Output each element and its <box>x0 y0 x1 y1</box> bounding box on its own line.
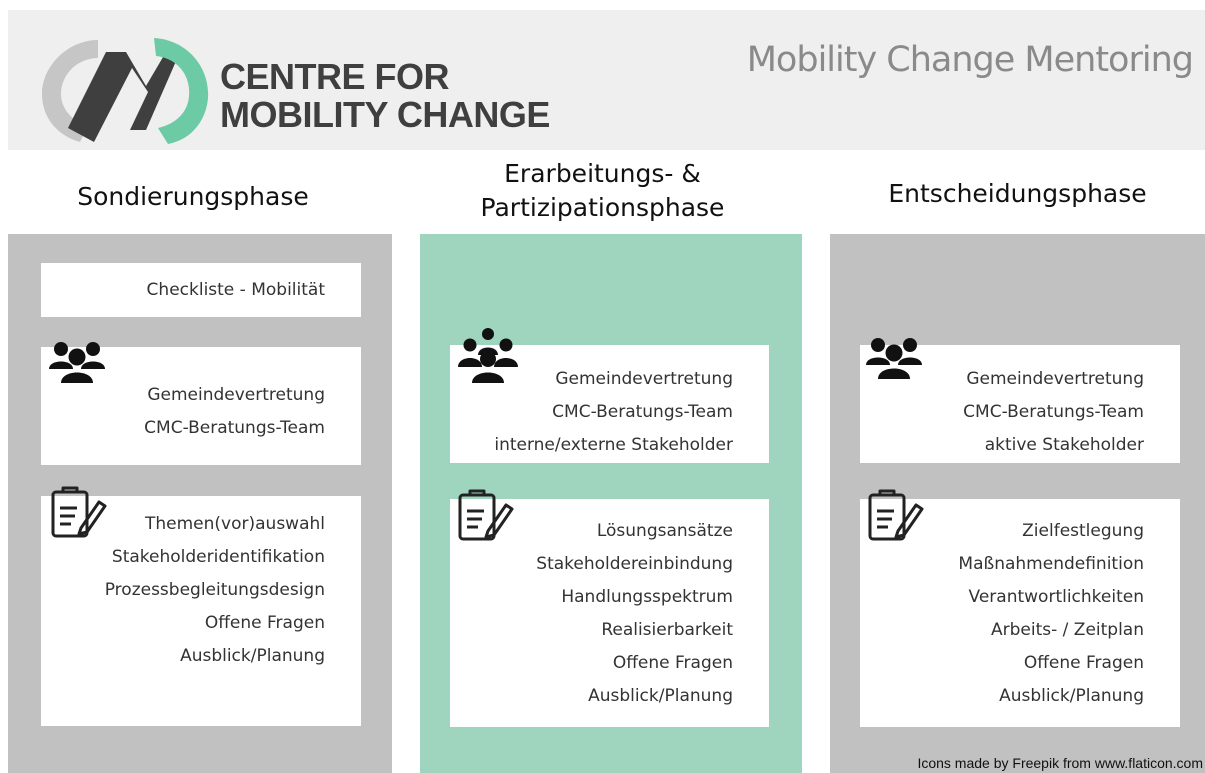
participant-item: interne/externe Stakeholder <box>494 435 733 455</box>
participant-item: Gemeindevertretung <box>147 385 325 405</box>
tasks-list: Themen(vor)auswahl Stakeholderidentifika… <box>105 508 325 673</box>
clipboard-pencil-icon <box>868 489 924 541</box>
clipboard-pencil-icon <box>51 486 107 538</box>
phase-title-line: Erarbeitungs- & <box>504 159 701 188</box>
participants-list: Gemeindevertretung CMC-Beratungs-Team <box>144 379 325 445</box>
icon-credit: Icons made by Freepik from www.flaticon.… <box>917 755 1203 771</box>
people-group-icon <box>866 338 922 379</box>
phase-title-line: Sondierungsphase <box>77 182 309 211</box>
tasks-list: Zielfestlegung Maßnahmendefinition Veran… <box>958 515 1144 713</box>
tasks-list: Lösungsansätze Stakeholdereinbindung Han… <box>536 515 733 713</box>
clipboard-pencil-icon <box>458 489 514 541</box>
phase-column-entscheidung: Gemeindevertretung CMC-Beratungs-Team ak… <box>830 234 1205 773</box>
participant-item: CMC-Beratungs-Team <box>144 418 325 438</box>
people-group-icon <box>49 342 105 383</box>
task-item: Themen(vor)auswahl <box>145 514 325 534</box>
checklist-box: Checkliste - Mobilität <box>41 263 361 317</box>
task-item: Arbeits- / Zeitplan <box>991 620 1144 640</box>
task-item: Offene Fragen <box>612 653 733 673</box>
logo-line-1: CENTRE FOR <box>220 56 449 97</box>
task-item: Offene Fragen <box>204 613 325 633</box>
phase-title-line: Entscheidungsphase <box>888 179 1147 208</box>
task-item: Realisierbarkeit <box>601 620 733 640</box>
participants-box: Gemeindevertretung CMC-Beratungs-Team in… <box>450 328 769 463</box>
participant-item: aktive Stakeholder <box>984 435 1144 455</box>
phase-title-line: Partizipationsphase <box>480 193 725 222</box>
tasks-box: Lösungsansätze Stakeholdereinbindung Han… <box>450 489 769 727</box>
participant-item: CMC-Beratungs-Team <box>963 402 1144 422</box>
page-title: Mobility Change Mentoring <box>746 40 1194 80</box>
task-item: Maßnahmendefinition <box>958 554 1144 574</box>
checklist-label: Checkliste - Mobilität <box>146 280 325 300</box>
task-item: Stakeholdereinbindung <box>536 554 733 574</box>
task-item: Prozessbegleitungsdesign <box>104 580 325 600</box>
task-item: Handlungsspektrum <box>561 587 733 607</box>
logo-wordmark: CENTRE FOR MOBILITY CHANGE <box>220 58 550 134</box>
task-item: Lösungsansätze <box>596 521 733 541</box>
participant-item: Gemeindevertretung <box>966 369 1144 389</box>
task-item: Stakeholderidentifikation <box>111 547 325 567</box>
participant-item: CMC-Beratungs-Team <box>552 402 733 422</box>
people-crowd-icon <box>458 328 518 383</box>
phase-title-erarbeitung: Erarbeitungs- & Partizipationsphase <box>420 157 785 225</box>
task-item: Offene Fragen <box>1023 653 1144 673</box>
tasks-box: Zielfestlegung Maßnahmendefinition Veran… <box>860 489 1180 727</box>
phase-column-erarbeitung: Gemeindevertretung CMC-Beratungs-Team in… <box>420 234 802 773</box>
participants-box: Gemeindevertretung CMC-Beratungs-Team ak… <box>860 338 1180 463</box>
task-item: Zielfestlegung <box>1022 521 1144 541</box>
tasks-box: Themen(vor)auswahl Stakeholderidentifika… <box>41 486 361 726</box>
participants-box: Gemeindevertretung CMC-Beratungs-Team <box>41 342 361 465</box>
header-band: CENTRE FOR MOBILITY CHANGE Mobility Chan… <box>8 10 1205 150</box>
cmc-logo-icon <box>42 38 209 144</box>
logo-line-2: MOBILITY CHANGE <box>220 94 550 135</box>
participants-list: Gemeindevertretung CMC-Beratungs-Team in… <box>494 363 733 462</box>
phase-title-sondierung: Sondierungsphase <box>8 180 378 214</box>
task-item: Ausblick/Planung <box>999 686 1144 706</box>
phase-title-entscheidung: Entscheidungsphase <box>830 177 1205 211</box>
task-item: Ausblick/Planung <box>588 686 733 706</box>
participants-list: Gemeindevertretung CMC-Beratungs-Team ak… <box>963 363 1144 462</box>
participant-item: Gemeindevertretung <box>555 369 733 389</box>
task-item: Verantwortlichkeiten <box>968 587 1144 607</box>
task-item: Ausblick/Planung <box>180 646 325 666</box>
phase-column-sondierung: Checkliste - Mobilität Gemeindevertretun… <box>8 234 392 773</box>
